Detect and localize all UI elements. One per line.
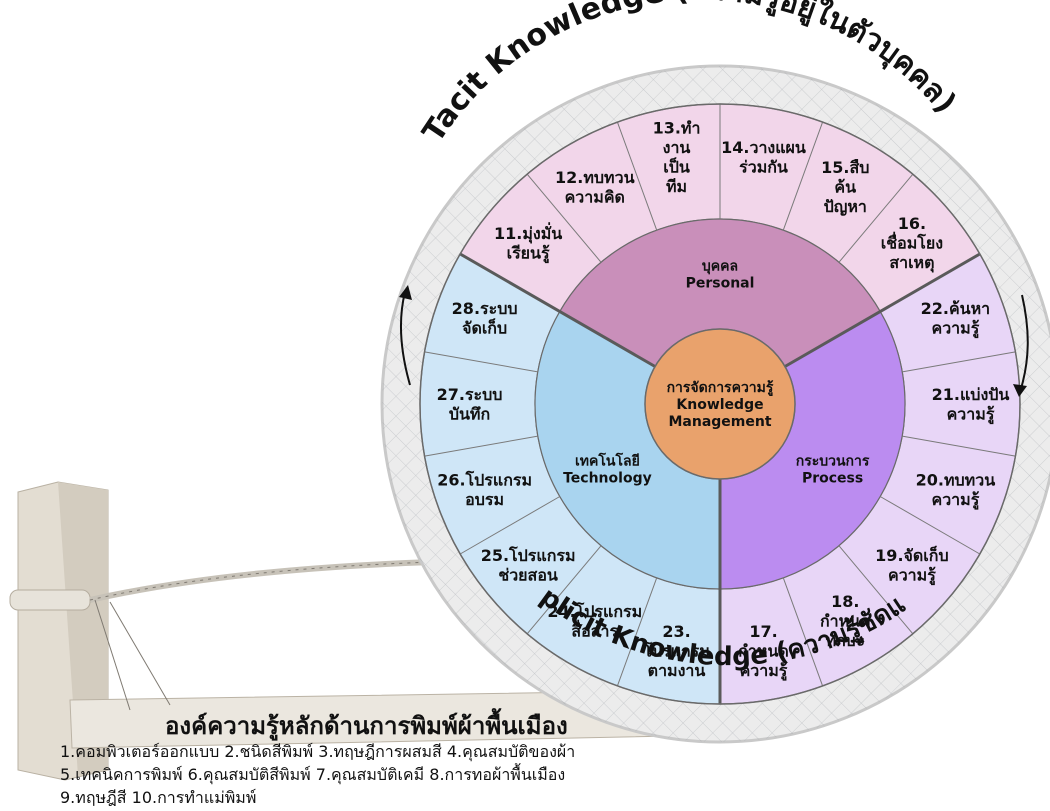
section-divider bbox=[784, 252, 981, 368]
segment-divider bbox=[902, 351, 1016, 373]
rotation-arrow-left-icon bbox=[399, 285, 412, 386]
segment-label-12: 12.ทบทวนความคิด bbox=[555, 168, 635, 207]
segment-label-25: 25.โปรแกรมช่วยสอน bbox=[481, 545, 576, 585]
segment-label-15: 15.สืบค้นปัญหา bbox=[821, 158, 869, 217]
segment-label-21: 21.แบ่งปันความรู้ bbox=[932, 385, 1010, 426]
section-divider bbox=[459, 252, 656, 368]
segment-divider bbox=[782, 577, 824, 687]
segment-divider bbox=[459, 496, 561, 555]
segment-divider bbox=[902, 435, 1016, 457]
segment-divider bbox=[879, 496, 981, 555]
segment-label-24: 24.โปรแกรมสื่อสาร bbox=[547, 601, 642, 641]
segment-label-23: 23.โปรแกรมตามงาน bbox=[642, 622, 709, 680]
segment-label-17: 17.กำหนดความรู้ bbox=[738, 622, 789, 682]
segment-label-16: 16.เชื่อมโยงสาเหตุ bbox=[881, 214, 943, 273]
segment-divider bbox=[838, 173, 914, 263]
segment-label-14: 14.วางแผนร่วมกัน bbox=[721, 138, 806, 177]
segment-divider bbox=[616, 121, 658, 231]
segment-label-19: 19.จัดเก็บความรู้ bbox=[875, 544, 948, 587]
segment-label-13: 13.ทำงานเป็นทีม bbox=[653, 119, 701, 197]
outer-ring-border bbox=[419, 103, 1021, 705]
segment-label-20: 20.ทบทวนความรู้ bbox=[916, 471, 996, 512]
segment-divider bbox=[526, 173, 602, 263]
segment-divider bbox=[616, 577, 658, 687]
rotation-arrow-right-icon bbox=[1013, 294, 1029, 397]
technology-label: เทคโนโลยีTechnology bbox=[563, 451, 652, 486]
segment-divider bbox=[782, 121, 824, 231]
segment-divider bbox=[424, 351, 538, 373]
segment-label-28: 28.ระบบจัดเก็บ bbox=[452, 299, 518, 338]
segment-divider bbox=[424, 435, 538, 457]
segment-label-22: 22.ค้นหาความรู้ bbox=[921, 299, 991, 340]
center-hub bbox=[644, 328, 796, 480]
segment-divider bbox=[526, 545, 602, 635]
segment-label-11: 11.มุ่งมั่นเรียนรู้ bbox=[494, 222, 562, 265]
segment-label-18: 18.กำหนดทักษะ bbox=[820, 592, 871, 650]
segment-divider bbox=[838, 545, 914, 635]
segment-label-27: 27.ระบบบันทึก bbox=[437, 385, 503, 424]
segment-label-26: 26.โปรแกรมอบรม bbox=[437, 470, 532, 510]
